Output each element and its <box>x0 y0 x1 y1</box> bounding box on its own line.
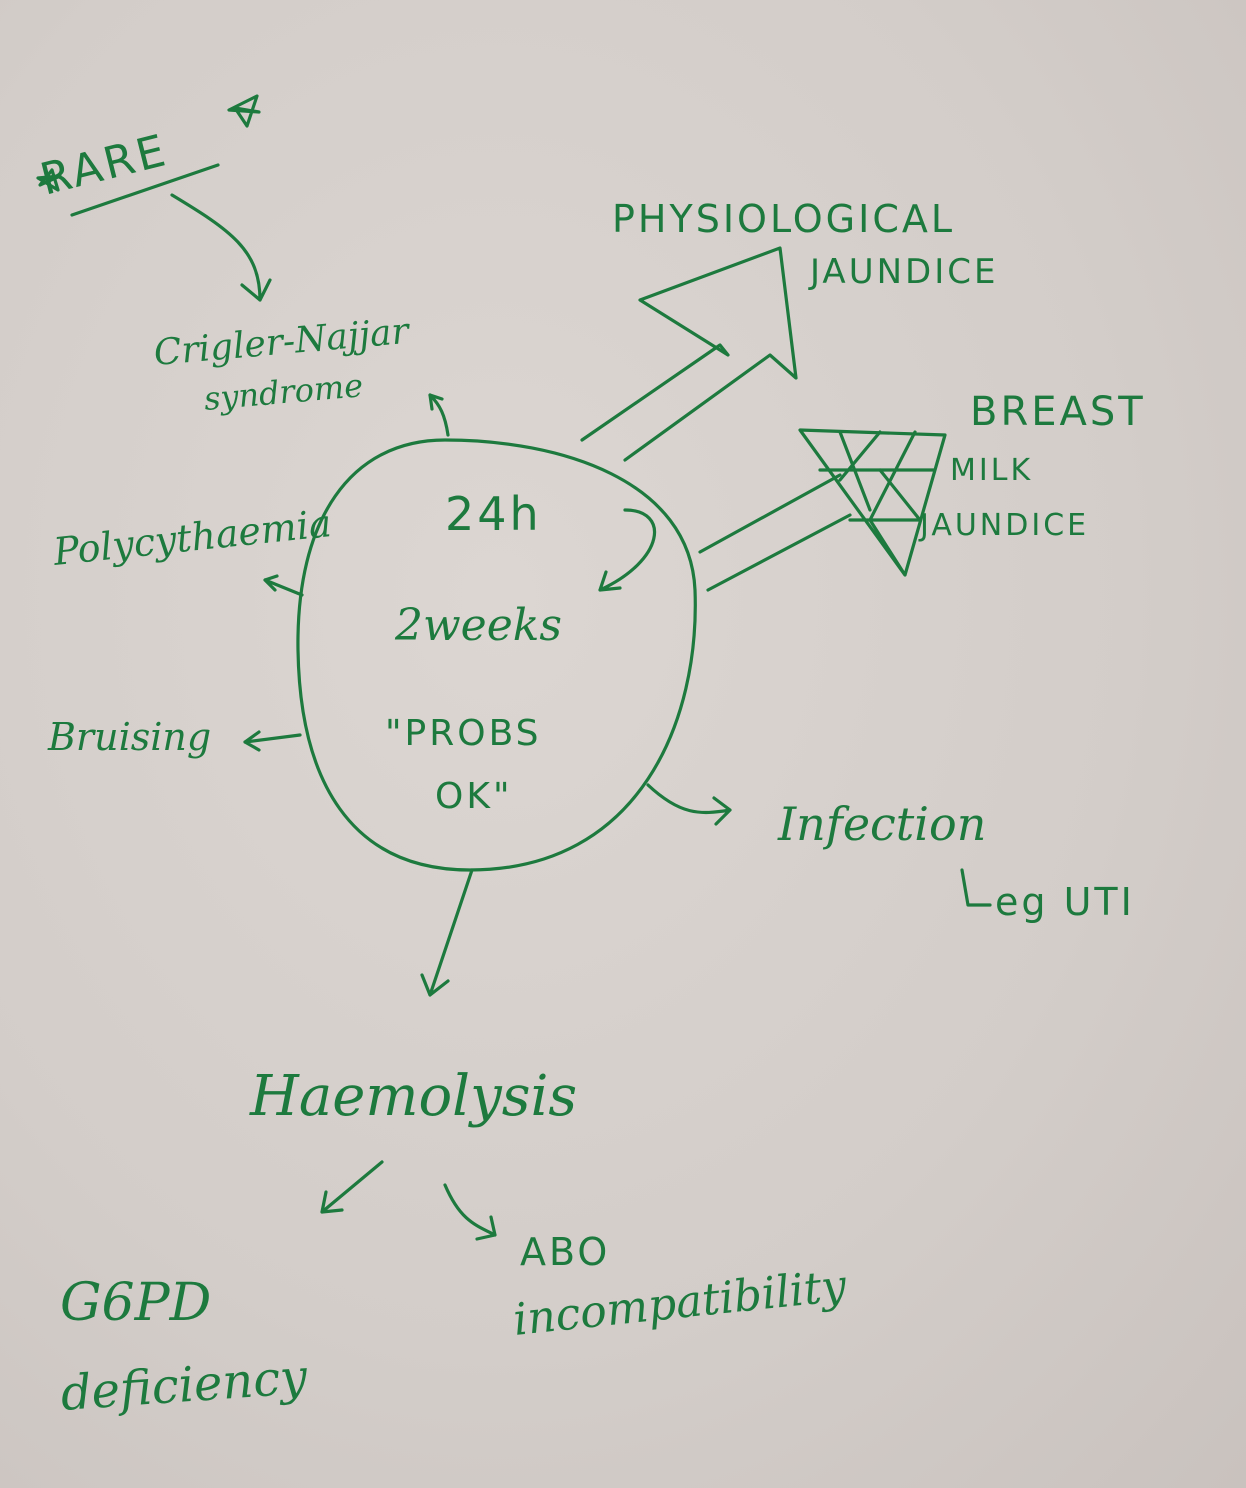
abo-line1: ABO <box>520 1230 610 1274</box>
breast-milk-triangle <box>798 428 947 577</box>
physiological-arrow <box>580 246 798 462</box>
haemolysis-label: Haemolysis <box>249 1064 577 1129</box>
breast-milk-line1: BREAST <box>970 389 1146 435</box>
arrow-24h-to-2weeks <box>598 508 656 592</box>
center-circle <box>296 438 697 872</box>
arrow-rare-to-crigler <box>170 193 272 302</box>
rare-label: RARE <box>35 125 173 206</box>
arrow-to-infection <box>646 783 732 826</box>
bruising-label: Bruising <box>47 715 211 759</box>
crigler-najjar-line2: syndrome <box>202 366 364 418</box>
infection-example-bracket <box>960 868 992 907</box>
physiological-line1: PHYSIOLOGICAL <box>612 197 955 241</box>
center-probs: "PROBS <box>385 713 542 754</box>
center-2weeks: 2weeks <box>394 600 562 651</box>
g6pd-line1: G6PD <box>60 1273 211 1333</box>
breast-milk-line2: MILK <box>950 453 1033 488</box>
arrow-to-abo <box>443 1183 497 1241</box>
polycythaemia-label: Polycythaemia <box>50 501 333 574</box>
arrow-to-bruising <box>243 730 302 752</box>
crigler-najjar-line1: Crigler-Najjar <box>152 311 412 374</box>
breast-milk-arrow-shaft <box>698 473 852 592</box>
rare-star-right <box>227 94 261 128</box>
rare-star-left <box>36 168 62 192</box>
arrow-to-crigler <box>428 393 450 437</box>
arrow-to-haemolysis <box>420 868 474 997</box>
arrow-to-g6pd <box>320 1160 384 1214</box>
breast-milk-line3: JAUNDICE <box>918 508 1089 543</box>
center-24h: 24h <box>445 487 542 541</box>
infection-label: Infection <box>777 797 986 851</box>
infection-example: eg UTI <box>995 880 1135 924</box>
rare-underline <box>70 163 220 217</box>
arrow-to-polycythaemia <box>263 574 304 597</box>
physiological-line2: JAUNDICE <box>808 252 998 292</box>
center-ok: OK" <box>435 776 513 817</box>
g6pd-line2: deficiency <box>59 1349 310 1422</box>
